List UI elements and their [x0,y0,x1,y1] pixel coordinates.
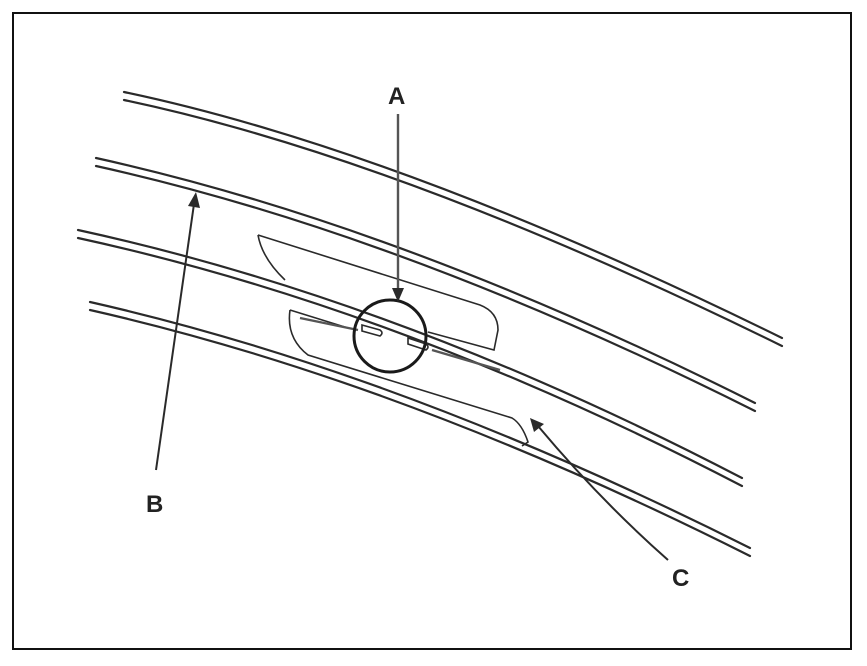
leader-line-b [155,192,200,471]
heater-grid-line-2 [94,156,757,413]
label-b: B [146,491,163,518]
label-a: A [388,83,405,110]
masking-tape-outline [257,234,529,447]
figure-frame [12,12,852,650]
leader-line-c [530,418,669,561]
heater-grid-line-3 [76,228,744,488]
highlight-circle [352,298,428,374]
heater-grid-line-1 [122,90,784,348]
leader-line-a [392,114,404,302]
heater-grid-line-4 [88,300,752,558]
label-c: C [672,565,689,592]
